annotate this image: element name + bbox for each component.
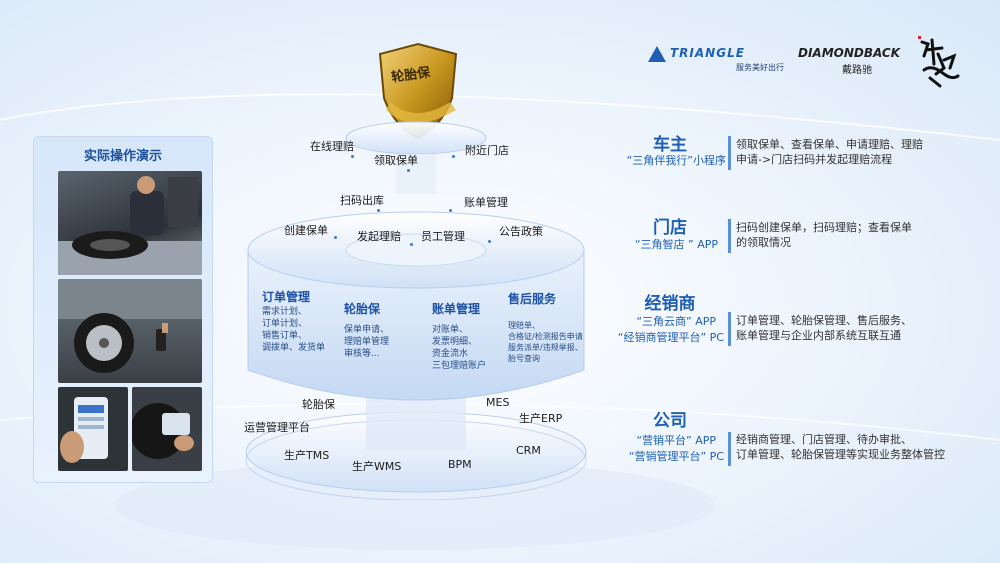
card-order-management-title: 订单管理: [262, 290, 311, 304]
mid-item-staff-management: 员工管理: [421, 230, 465, 243]
role-car-owner-desc-line1: 领取保单、查看保单、申请理赔、理赔: [736, 138, 923, 151]
diamondback-logo: DIAMONDBACK 戴路驰: [798, 46, 908, 76]
mid-item-bill-management: 账单管理: [464, 196, 508, 209]
role-company-subtitle-app: “营销平台” APP: [636, 434, 716, 447]
mid-item-dot: [410, 243, 413, 246]
triangle-mark-icon: [648, 46, 666, 62]
role-company-desc-line2: 订单管理、轮胎保管理等实现业务整体管控: [736, 448, 945, 461]
role-company-subtitle-pc: “营销管理平台” PC: [628, 450, 724, 463]
role-divider: [728, 219, 731, 253]
role-company-title: 公司: [653, 411, 687, 431]
top-item-dot: [452, 155, 455, 158]
top-item-nearby-store: 附近门店: [465, 144, 509, 157]
role-dealer-desc-line1: 订单管理、轮胎保管理、售后服务、: [736, 314, 912, 327]
triangle-logo: TRIANGLE 服务美好出行: [648, 46, 788, 72]
role-divider: [728, 312, 731, 346]
mid-item-scan-out: 扫码出库: [340, 194, 384, 207]
bottom-item-tire-insurance: 轮胎保: [302, 398, 335, 411]
mid-item-dot: [488, 240, 491, 243]
shield-icon: [378, 42, 458, 140]
bottom-item-operations-platform: 运营管理平台: [244, 421, 310, 434]
role-dealer-title: 经销商: [644, 294, 696, 314]
platform-cylinder: [245, 121, 587, 500]
role-company-desc-line1: 经销商管理、门店管理、待办审批、: [736, 433, 912, 446]
top-item-get-policy: 领取保单: [374, 154, 418, 167]
diamondback-cn-name: 戴路驰: [842, 65, 872, 76]
role-divider: [728, 432, 731, 466]
technician-tire-image: [58, 176, 202, 275]
top-item-dot: [407, 169, 410, 172]
bottom-item-production-wms: 生产WMS: [352, 460, 402, 473]
demo-title: 实际操作演示: [83, 149, 162, 164]
role-store-desc-line2: 的领取情况: [736, 236, 791, 249]
mid-item-dot: [334, 236, 337, 239]
demo-panel: 实际操作演示: [33, 136, 213, 483]
role-car-owner-title: 车主: [653, 135, 687, 155]
card-tire-insurance-title: 轮胎保: [344, 302, 381, 316]
card-bill-management-body: 对账单、 发票明细、 资金流水 三包理赔账户: [432, 325, 487, 371]
bottom-item-mes: MES: [486, 396, 510, 409]
top-item-dot: [351, 155, 354, 158]
bottom-item-production-tms: 生产TMS: [284, 449, 330, 462]
role-store-subtitle: “三角智店 ” APP: [634, 238, 718, 251]
photo-vehicle-wheel: [58, 279, 202, 383]
photo-phone-app: [58, 387, 128, 471]
bottom-item-production-erp: 生产ERP: [519, 412, 563, 425]
phone-scan-image: [132, 403, 194, 459]
calligraphy-brush-icon: [918, 36, 960, 88]
role-car-owner-subtitle: “三角伴我行”小程序: [626, 154, 726, 167]
card-order-management-body: 需求计划、 订单计划、 销售订单、 调拨单、发货单: [262, 307, 326, 353]
triangle-slogan: 服务美好出行: [736, 63, 784, 72]
calligraphy-logo: [914, 34, 964, 90]
role-store-desc-line1: 扫码创建保单，扫码理赔；查看保单: [736, 221, 912, 234]
diamondback-wordmark: DIAMONDBACK: [798, 46, 901, 60]
role-divider: [728, 136, 731, 170]
top-item-online-claim: 在线理赔: [310, 140, 354, 153]
mid-item-dot: [377, 209, 380, 212]
card-after-sales-body: 理赔单、 合格证/检测报告申请 服务派单/违规举报、 胎号查询: [508, 321, 583, 363]
card-bill-management-title: 账单管理: [432, 302, 481, 316]
role-store-title: 门店: [653, 218, 687, 238]
role-dealer-subtitle-pc: “经销商管理平台” PC: [617, 331, 724, 344]
photo-tire-inspection: [58, 171, 202, 275]
card-after-sales-title: 售后服务: [508, 292, 557, 306]
phone-app-image: [60, 397, 108, 463]
bottom-item-crm: CRM: [516, 444, 541, 457]
triangle-wordmark: TRIANGLE: [670, 46, 745, 60]
role-dealer-subtitle-app: “三角云商” APP: [636, 315, 716, 328]
photo-phone-scan-tire: [132, 387, 202, 471]
role-car-owner-desc-line2: 申请->门店扫码并发起理赔流程: [736, 153, 893, 166]
vehicle-wheel-image: [58, 279, 202, 373]
mid-item-initiate-claim: 发起理赔: [357, 230, 401, 243]
role-dealer-desc-line2: 账单管理与企业内部系统互联互通: [736, 329, 901, 342]
tire-insurance-shield: 轮胎保: [372, 40, 464, 142]
bottom-item-bpm: BPM: [448, 458, 472, 471]
mid-item-create-policy: 创建保单: [284, 224, 328, 237]
mid-item-dot: [449, 209, 452, 212]
mid-item-announcement: 公告政策: [499, 225, 543, 238]
card-tire-insurance-body: 保单申请、 理赔单管理 审核等...: [344, 325, 390, 359]
